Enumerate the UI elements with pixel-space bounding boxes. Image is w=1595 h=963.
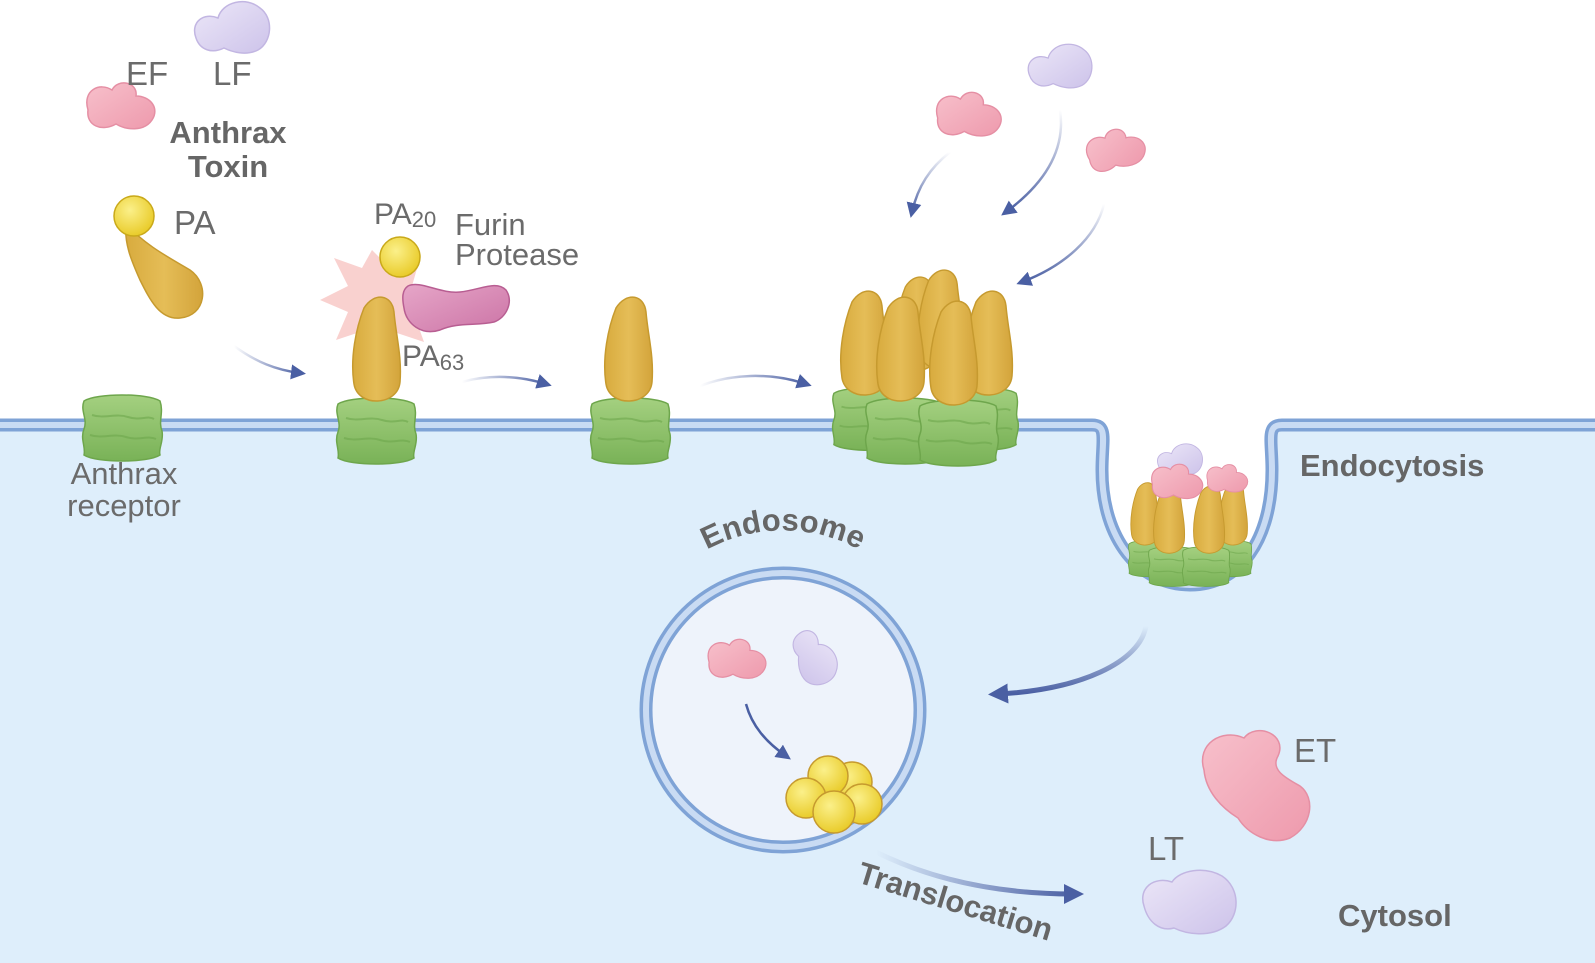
endocytosis-label: Endocytosis bbox=[1300, 448, 1484, 483]
arrow-to-endosome bbox=[988, 625, 1149, 704]
arrow-ef-bind-2 bbox=[1016, 203, 1106, 286]
pa-oligomer-icon bbox=[831, 269, 1020, 467]
lt-label: LT bbox=[1148, 830, 1184, 867]
lf-protein-falling bbox=[1027, 43, 1093, 89]
ef-protein-falling-1 bbox=[935, 91, 1002, 137]
receptor-stage2 bbox=[335, 397, 418, 465]
pa-protein-free bbox=[113, 195, 204, 319]
et-protein bbox=[1201, 729, 1311, 842]
arrow-lf-bind bbox=[1001, 109, 1063, 216]
furin-label-line1: Furin bbox=[455, 207, 526, 242]
arrow-oligomerization bbox=[699, 374, 812, 389]
pa63-label: PA63 bbox=[402, 340, 464, 375]
anthrax-toxin-title-line1: Anthrax bbox=[169, 115, 287, 150]
furin-label-line2: Protease bbox=[455, 237, 579, 272]
arrow-pore-formation bbox=[744, 703, 791, 760]
et-label: ET bbox=[1294, 732, 1336, 769]
lf-label: LF bbox=[213, 55, 252, 92]
pore-complex-icon bbox=[785, 755, 883, 834]
pa20-fragment bbox=[379, 236, 421, 278]
lt-protein bbox=[1141, 869, 1237, 935]
lf-protein-top bbox=[193, 0, 271, 54]
endocytosis-complex bbox=[1127, 443, 1253, 588]
ef-protein-falling-2 bbox=[1082, 122, 1150, 177]
arrow-cleavage bbox=[461, 374, 552, 389]
pa-label: PA bbox=[174, 204, 216, 241]
anthrax-receptor-icon bbox=[81, 394, 164, 462]
arrow-binding bbox=[233, 344, 306, 380]
cytosol-label: Cytosol bbox=[1338, 898, 1452, 933]
ef-label: EF bbox=[126, 55, 168, 92]
pa63-monomer bbox=[603, 296, 654, 402]
furin-protease-icon bbox=[402, 283, 510, 333]
pa20-label: PA20 bbox=[374, 198, 436, 232]
arrow-ef-bind-1 bbox=[906, 151, 951, 218]
receptor-stage3 bbox=[589, 397, 672, 465]
arrow-translocation bbox=[874, 849, 1084, 904]
anthrax-receptor-label-line1: Anthrax bbox=[71, 456, 178, 491]
anthrax-receptor-label-line2: receptor bbox=[67, 488, 181, 523]
anthrax-toxin-title-line2: Toxin bbox=[188, 149, 268, 184]
